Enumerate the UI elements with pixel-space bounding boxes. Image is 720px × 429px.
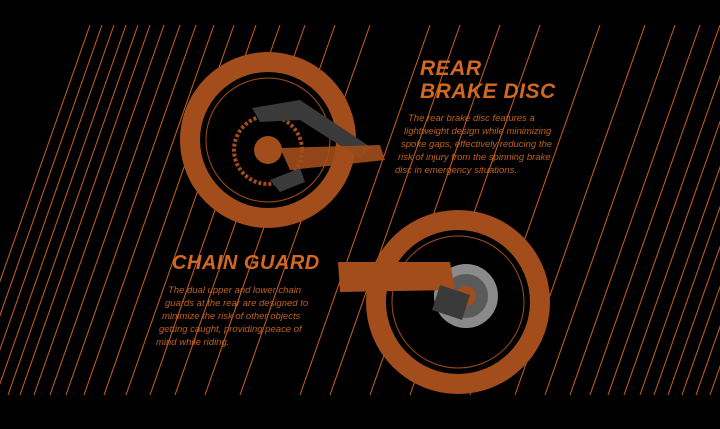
desc-line: The rear brake disc features a [408,113,535,124]
chain-guard-description: The dual upper and lower chain guards at… [156,284,309,349]
desc-line: disc in emergency situations. [395,165,517,176]
desc-line: lightweight design while minimizing [404,126,552,137]
chain-guard-title: CHAIN GUARD [172,252,320,274]
diagonal-line [0,24,115,351]
desc-line: minimize the risk of other objects [162,311,301,322]
diagonal-line [653,205,720,396]
diagonal-line [667,245,720,396]
diagonal-line [65,24,197,396]
rear-brake-title: REAR BRAKE DISC [420,57,556,103]
desc-line: The dual upper and lower chain [168,285,302,296]
diagonal-line [681,285,720,396]
desc-line: mind while riding. [156,337,230,348]
diagonal-line [83,24,215,396]
diagonal-line [607,74,720,396]
diagonal-line [544,24,676,396]
diagonal-line [695,325,720,396]
rear-brake-description: The rear brake disc features a lightweig… [395,112,553,177]
diagonal-line [0,24,91,283]
diagonal-line [569,24,701,396]
chain-guard-wheel-illustration [180,52,385,228]
diagonal-line [589,24,720,396]
diagonal-line [19,24,151,396]
diagonal-line [33,24,165,396]
diagonal-line [329,24,461,396]
diagonal-line [7,24,139,396]
desc-line: guards at the rear are designed to [165,298,309,309]
diagonal-line [0,24,127,386]
desc-line: getting caught, providing peace of [159,324,302,335]
rear-brake-title-line2: BRAKE DISC [420,80,556,104]
diagonal-line [49,24,181,396]
diagonal-line [623,120,720,396]
rear-brake-wheel-illustration [338,210,550,394]
diagonal-line [0,24,103,317]
desc-line: spoke gaps, effectively reducing the [401,139,553,150]
rear-brake-title-line1: REAR [420,57,482,80]
diagonal-line [639,165,720,396]
desc-line: risk of injury from the spinning brake [398,152,551,163]
diagonal-lines [0,24,720,396]
diagonal-line [299,24,431,396]
